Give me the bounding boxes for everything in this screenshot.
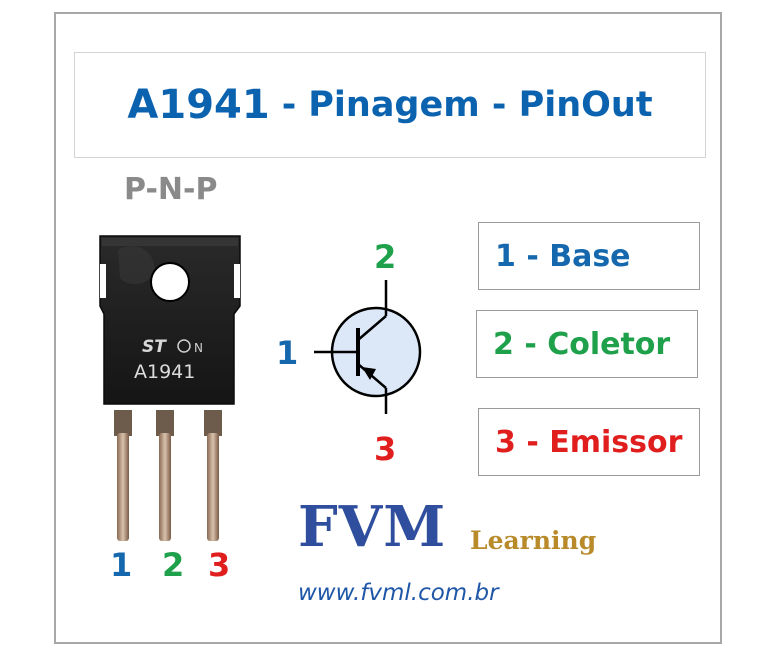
title-part-number: A1941 xyxy=(127,82,270,128)
fvm-logo: FVM xyxy=(298,494,447,560)
package-pin-3: 3 xyxy=(208,546,231,584)
package-pin-2: 2 xyxy=(162,546,185,584)
title-separator: - xyxy=(281,85,297,125)
symbol-pin-collector: 2 xyxy=(374,238,397,276)
st-logo-mark: ST xyxy=(142,337,167,357)
package-marking: A1941 xyxy=(134,361,195,383)
symbol-pin-emitter: 3 xyxy=(374,430,397,468)
to247-package-illustration: ST N A1941 xyxy=(99,235,241,541)
legend-collector-text: 2 - Coletor xyxy=(493,326,671,362)
learning-logo: Learning xyxy=(470,526,597,555)
pnp-transistor-symbol xyxy=(314,280,422,414)
website-url: www.fvml.com.br xyxy=(298,580,499,606)
mounting-hole xyxy=(150,262,190,302)
transistor-type-label: P-N-P xyxy=(124,172,218,207)
legend-emitter-text: 3 - Emissor xyxy=(495,424,683,460)
package-pin-1: 1 xyxy=(110,546,133,584)
legend-emitter: 3 - Emissor xyxy=(478,408,700,476)
package-code: N xyxy=(194,341,203,355)
legend-base-text: 1 - Base xyxy=(495,238,631,274)
legend-base: 1 - Base xyxy=(478,222,700,290)
title-box: A1941 - Pinagem - PinOut xyxy=(74,52,706,158)
package-leads xyxy=(114,410,222,541)
title-subtitle: Pinagem - PinOut xyxy=(308,85,653,125)
legend-collector: 2 - Coletor xyxy=(476,310,698,378)
emitter-arrow-icon xyxy=(362,367,376,380)
symbol-pin-base: 1 xyxy=(276,334,299,372)
